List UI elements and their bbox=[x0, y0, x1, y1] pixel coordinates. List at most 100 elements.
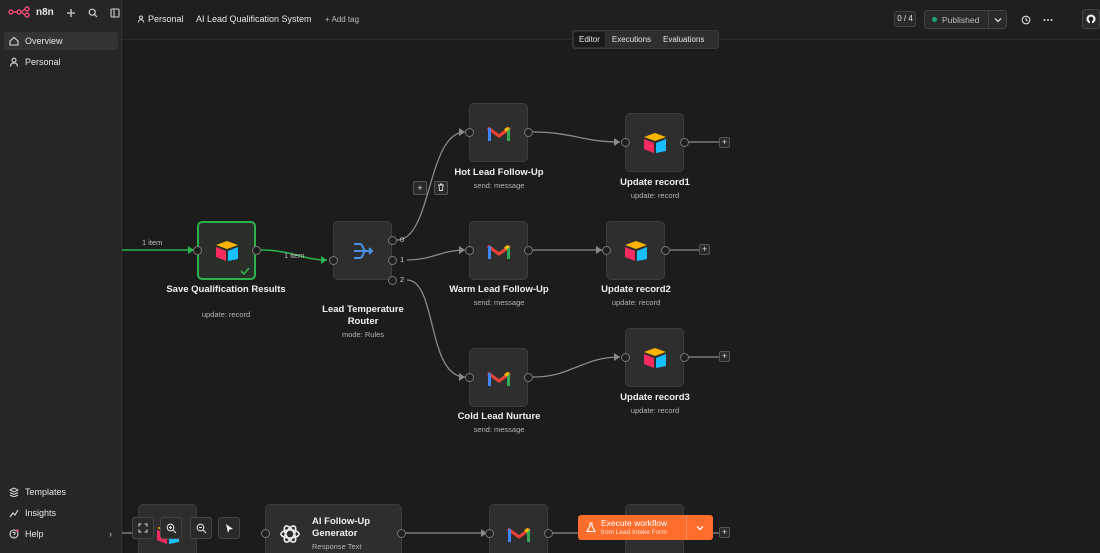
edge-router-warm-arrow bbox=[459, 246, 465, 254]
port-out[interactable] bbox=[680, 138, 689, 147]
node-warm-lead-follow-up[interactable] bbox=[469, 221, 528, 280]
tab-editor[interactable]: Editor bbox=[574, 32, 605, 47]
workflow-name-label: AI Lead Qualification System bbox=[196, 14, 312, 24]
zoom-out-button[interactable] bbox=[190, 517, 212, 539]
more-options-icon[interactable] bbox=[1041, 13, 1055, 27]
ai-node-text: AI Follow-Up Generator Response Text bbox=[312, 516, 400, 551]
published-label: Published bbox=[942, 14, 980, 25]
fit-view-icon bbox=[138, 523, 148, 533]
publish-dropdown[interactable] bbox=[988, 11, 1006, 28]
node-ai-follow-up-generator[interactable]: AI Follow-Up Generator Response Text bbox=[265, 504, 402, 553]
chevron-down-icon bbox=[994, 17, 1002, 22]
tab-evaluations[interactable]: Evaluations bbox=[663, 35, 705, 44]
sidebar-item-label: Insights bbox=[25, 508, 57, 518]
port-out[interactable] bbox=[397, 529, 406, 538]
node-update-record3[interactable] bbox=[625, 328, 684, 387]
add-node-button[interactable]: + bbox=[719, 137, 730, 148]
node-hot-lead-follow-up[interactable] bbox=[469, 103, 528, 162]
add-node-button[interactable]: + bbox=[719, 527, 730, 538]
history-icon[interactable] bbox=[1019, 13, 1033, 27]
edge-router-cold bbox=[406, 279, 466, 378]
workflow-name[interactable]: AI Lead Qualification System bbox=[196, 14, 312, 24]
pointer-tool-button[interactable] bbox=[218, 517, 240, 539]
port-in[interactable] bbox=[261, 529, 270, 538]
gmail-icon bbox=[486, 371, 511, 386]
execute-workflow-button-group[interactable]: Execute workflow from Lead Intake Form bbox=[578, 515, 713, 540]
port-out[interactable] bbox=[661, 246, 670, 255]
connections bbox=[122, 128, 719, 537]
node-cold-lead-nurture[interactable] bbox=[469, 348, 528, 407]
edge-ai-gmail-arrow bbox=[481, 529, 487, 537]
port-out-2[interactable] bbox=[388, 276, 397, 285]
sidebar-item-label: Personal bbox=[25, 57, 61, 67]
port-in[interactable] bbox=[485, 529, 494, 538]
brand[interactable]: n8n bbox=[8, 6, 54, 18]
edge-delete-button[interactable] bbox=[434, 181, 448, 195]
execute-workflow-button[interactable]: Execute workflow from Lead Intake Form bbox=[578, 515, 686, 540]
search-icon[interactable] bbox=[86, 6, 100, 20]
node-title: Update record1 bbox=[620, 177, 690, 188]
port-in[interactable] bbox=[465, 246, 474, 255]
sidebar-item-help[interactable]: Help › bbox=[4, 525, 118, 543]
node-update-record1[interactable] bbox=[625, 113, 684, 172]
switch-router-icon bbox=[353, 242, 373, 259]
fit-view-button[interactable] bbox=[132, 517, 154, 539]
port-out[interactable] bbox=[252, 246, 261, 255]
edge-cold-update3 bbox=[532, 356, 621, 378]
zoom-in-button[interactable] bbox=[160, 517, 182, 539]
sidebar-item-personal[interactable]: Personal bbox=[4, 53, 118, 71]
breadcrumb-project-label: Personal bbox=[148, 14, 184, 24]
port-in[interactable] bbox=[329, 256, 338, 265]
add-tag-button[interactable]: + Add tag bbox=[325, 15, 360, 24]
sidebar-item-label: Overview bbox=[25, 36, 63, 46]
port-out-0[interactable] bbox=[388, 236, 397, 245]
publish-button-group[interactable]: Published bbox=[924, 10, 1007, 29]
execute-dropdown[interactable] bbox=[686, 515, 713, 540]
templates-icon bbox=[9, 487, 19, 497]
sidebar-item-overview[interactable]: Overview bbox=[4, 32, 118, 50]
home-icon bbox=[9, 36, 19, 46]
port-in[interactable] bbox=[465, 373, 474, 382]
edge-hot-update1-arrow bbox=[614, 138, 620, 146]
gmail-icon bbox=[486, 244, 511, 259]
airtable-icon bbox=[624, 240, 647, 261]
port-out-1[interactable] bbox=[388, 256, 397, 265]
port-in[interactable] bbox=[621, 138, 630, 147]
github-button[interactable] bbox=[1082, 9, 1100, 29]
sidebar-toggle-icon[interactable] bbox=[108, 6, 122, 20]
breadcrumb-project[interactable]: Personal bbox=[137, 14, 184, 24]
sidebar-item-insights[interactable]: Insights bbox=[4, 504, 118, 522]
chevron-down-icon bbox=[696, 525, 704, 530]
workflow-canvas[interactable]: 1 item 1 item Save Qualification Results… bbox=[122, 40, 1100, 553]
airtable-icon bbox=[643, 132, 666, 153]
port-in[interactable] bbox=[621, 353, 630, 362]
success-check-icon bbox=[240, 267, 250, 275]
node-update-record2[interactable] bbox=[606, 221, 665, 280]
status-dot bbox=[932, 17, 937, 22]
add-icon[interactable] bbox=[64, 6, 78, 20]
node-save-qualification[interactable] bbox=[197, 221, 256, 280]
add-node-button[interactable]: + bbox=[719, 351, 730, 362]
node-title: Hot Lead Follow-Up bbox=[454, 167, 544, 178]
step-counter: 0 / 4 bbox=[894, 11, 916, 27]
port-out[interactable] bbox=[524, 373, 533, 382]
edge-add-node-button[interactable]: + bbox=[413, 181, 427, 195]
sidebar-item-label: Help bbox=[25, 529, 44, 539]
tab-executions[interactable]: Executions bbox=[611, 35, 652, 44]
port-in[interactable] bbox=[602, 246, 611, 255]
node-bottom-gmail[interactable] bbox=[489, 504, 548, 553]
port-in[interactable] bbox=[193, 246, 202, 255]
port-out[interactable] bbox=[680, 353, 689, 362]
sidebar-item-templates[interactable]: Templates bbox=[4, 483, 118, 501]
insights-icon bbox=[9, 509, 19, 518]
edge-hot-update1 bbox=[532, 131, 621, 143]
port-out[interactable] bbox=[544, 529, 553, 538]
execute-subtitle: from Lead Intake Form bbox=[601, 528, 667, 536]
port-in[interactable] bbox=[465, 128, 474, 137]
add-node-button[interactable]: + bbox=[699, 244, 710, 255]
port-out[interactable] bbox=[524, 246, 533, 255]
port-out[interactable] bbox=[524, 128, 533, 137]
node-lead-temperature-router[interactable] bbox=[333, 221, 392, 280]
cursor-icon bbox=[225, 523, 233, 533]
published-status[interactable]: Published bbox=[925, 15, 988, 25]
